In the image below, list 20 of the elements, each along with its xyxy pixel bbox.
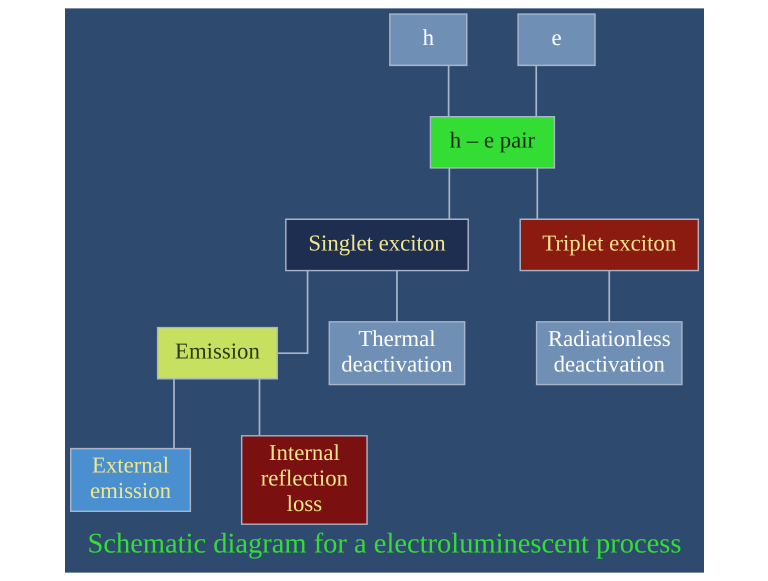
node-box: Singlet exciton [284, 218, 468, 272]
node-box: Radiationless deactivation [535, 321, 682, 386]
node-box: Triplet exciton [519, 218, 699, 272]
node-box: Emission [156, 326, 278, 380]
connector [277, 270, 308, 354]
node-box: e [516, 13, 596, 66]
connector [258, 378, 260, 436]
caption: Schematic diagram for a electroluminescent process [87, 528, 681, 560]
node-box: External emission [69, 448, 191, 512]
connector [536, 168, 538, 219]
connector [396, 270, 398, 322]
connector [447, 66, 449, 116]
node-box: Thermal deactivation [328, 321, 465, 386]
node-box: h – e pair [429, 116, 555, 169]
node-box: Internal reflection loss [240, 435, 368, 525]
connector [608, 270, 610, 322]
connector [172, 378, 174, 449]
connector [448, 168, 450, 219]
connector [534, 66, 537, 116]
node-box: h [388, 13, 467, 66]
